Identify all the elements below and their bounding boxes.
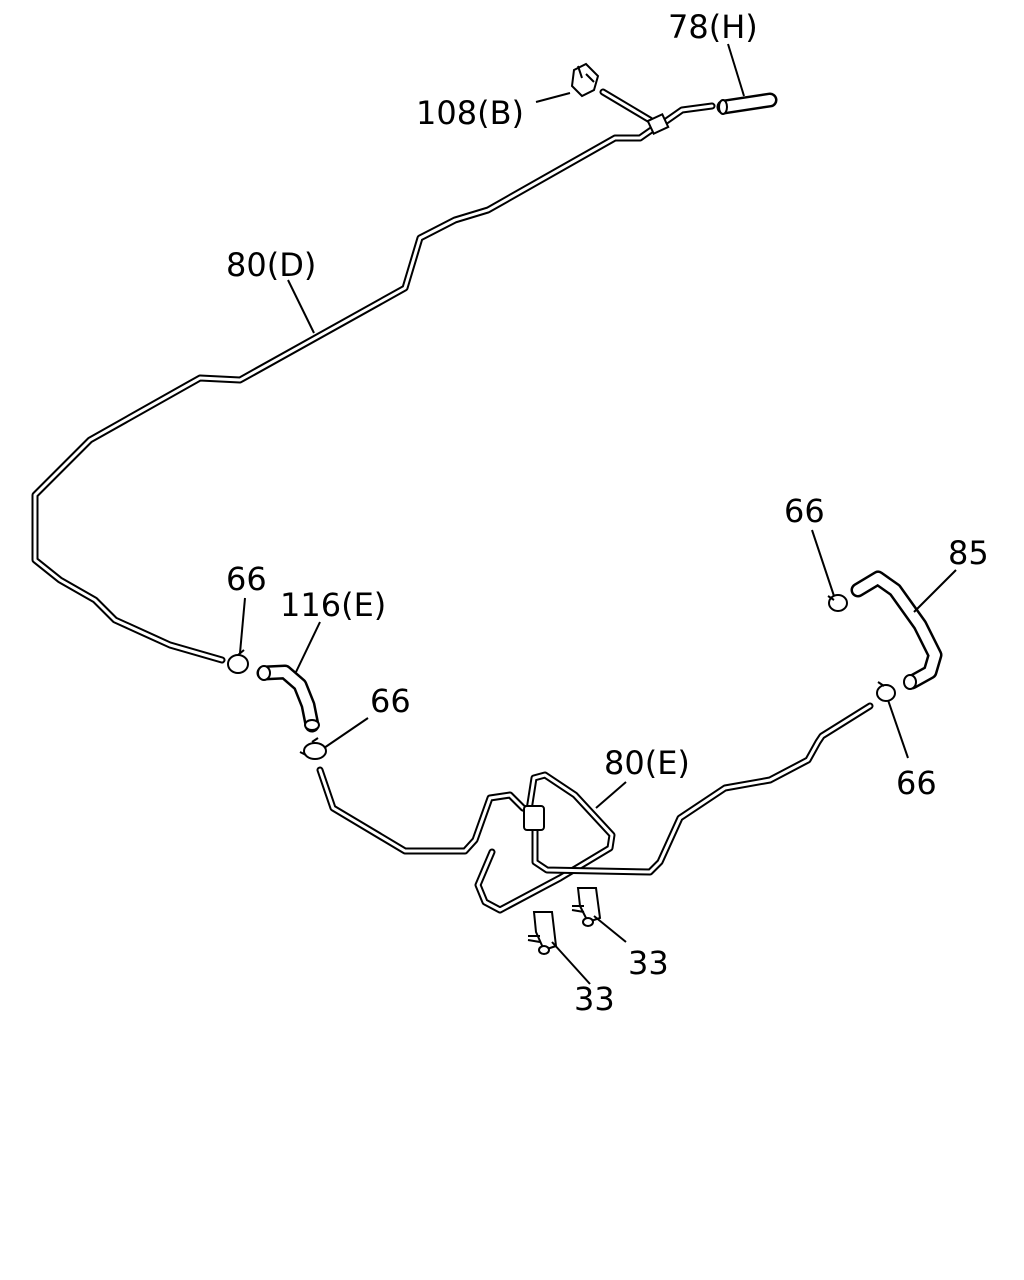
clamp-66-right-top bbox=[827, 594, 848, 612]
junction-block bbox=[646, 112, 670, 136]
clamp-66-right-bottom bbox=[876, 681, 896, 702]
clamp-66-left bbox=[227, 649, 249, 674]
callout-33-right: 33 bbox=[628, 944, 669, 982]
callout-66-right-bottom: 66 bbox=[896, 764, 937, 802]
clip-108b bbox=[570, 62, 600, 98]
callout-66-mid: 66 bbox=[370, 682, 411, 720]
callout-85: 85 bbox=[948, 534, 989, 572]
hose-116e bbox=[256, 664, 320, 733]
hose-78h bbox=[716, 92, 778, 115]
callout-78h: 78(H) bbox=[668, 8, 758, 46]
leader-lines bbox=[239, 43, 957, 985]
pipe-80e bbox=[316, 702, 874, 914]
callout-66-right-top: 66 bbox=[784, 492, 825, 530]
callout-66-left: 66 bbox=[226, 560, 267, 598]
hose-85 bbox=[850, 570, 943, 690]
bracket-33-right bbox=[571, 887, 602, 927]
upper-pipe-stub bbox=[599, 88, 716, 128]
callout-33-left: 33 bbox=[574, 980, 615, 1018]
callout-80e: 80(E) bbox=[604, 744, 690, 782]
callout-116e: 116(E) bbox=[280, 586, 386, 624]
callout-108b: 108(B) bbox=[416, 94, 524, 132]
callout-80d: 80(D) bbox=[226, 246, 316, 284]
clamp-66-mid bbox=[299, 737, 327, 760]
pipe-80d bbox=[31, 120, 664, 664]
bracket-33-left bbox=[527, 911, 558, 955]
